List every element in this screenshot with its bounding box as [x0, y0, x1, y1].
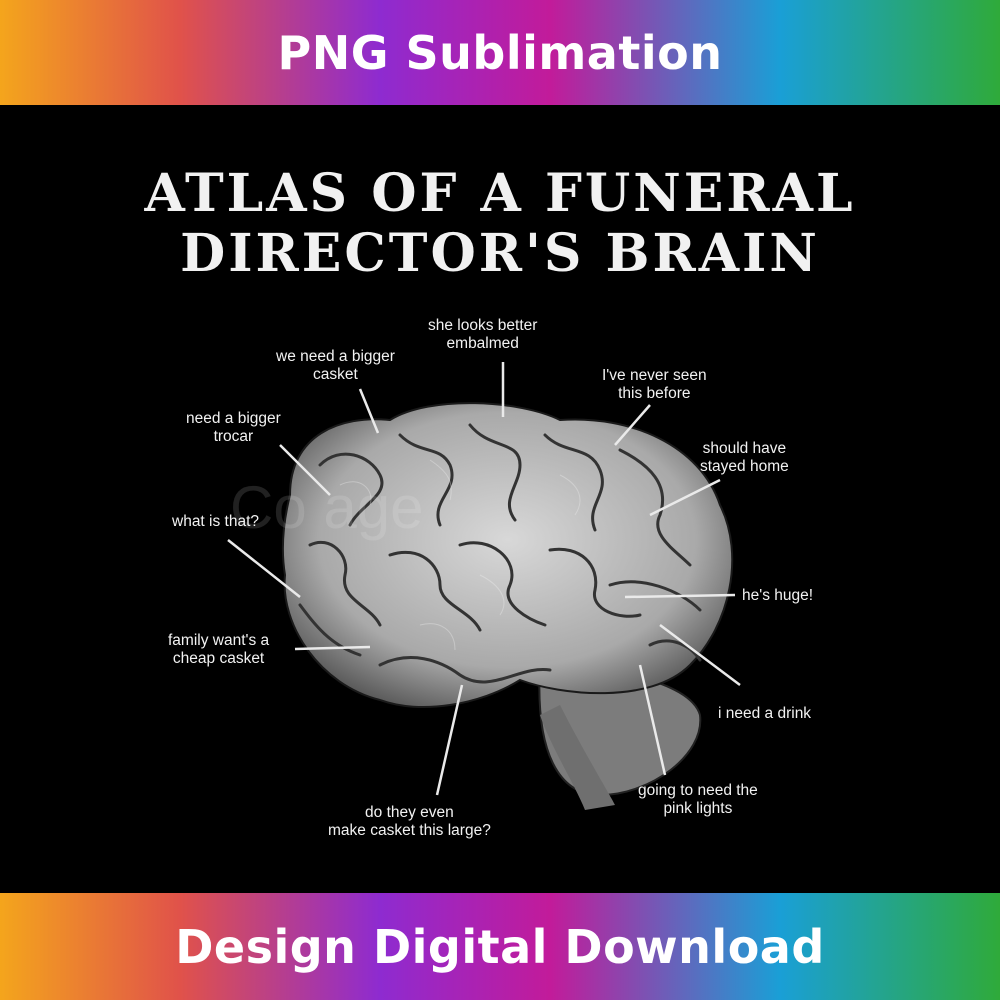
watermark-text: Co age [230, 474, 424, 541]
label-bigger-trocar: need a bigger trocar [186, 410, 281, 445]
label-pink-lights: going to need the pink lights [638, 782, 758, 817]
label-never-seen: I've never seen this before [602, 367, 707, 402]
top-banner: PNG Sublimation [0, 0, 1000, 105]
title-line-1: ATLAS OF A FUNERAL [144, 163, 856, 224]
label-bigger-casket: we need a bigger casket [276, 348, 395, 383]
artwork: ATLAS OF A FUNERAL DIRECTOR'S BRAIN [0, 105, 1000, 893]
bottom-banner: Design Digital Download [0, 893, 1000, 1000]
label-casket-large: do they even make casket this large? [328, 804, 491, 839]
top-banner-text: PNG Sublimation [277, 25, 723, 80]
brain-illustration [227, 362, 741, 810]
label-what-is-that: what is that? [172, 513, 260, 530]
bottom-banner-text: Design Digital Download [175, 919, 825, 974]
label-need-drink: i need a drink [718, 705, 812, 722]
label-embalmed: she looks better embalmed [428, 317, 538, 352]
label-hes-huge: he's huge! [742, 587, 814, 604]
label-stayed-home: should have stayed home [700, 440, 789, 475]
title-line-2: DIRECTOR'S BRAIN [180, 223, 820, 284]
label-cheap-casket: family want's a cheap casket [168, 632, 270, 667]
